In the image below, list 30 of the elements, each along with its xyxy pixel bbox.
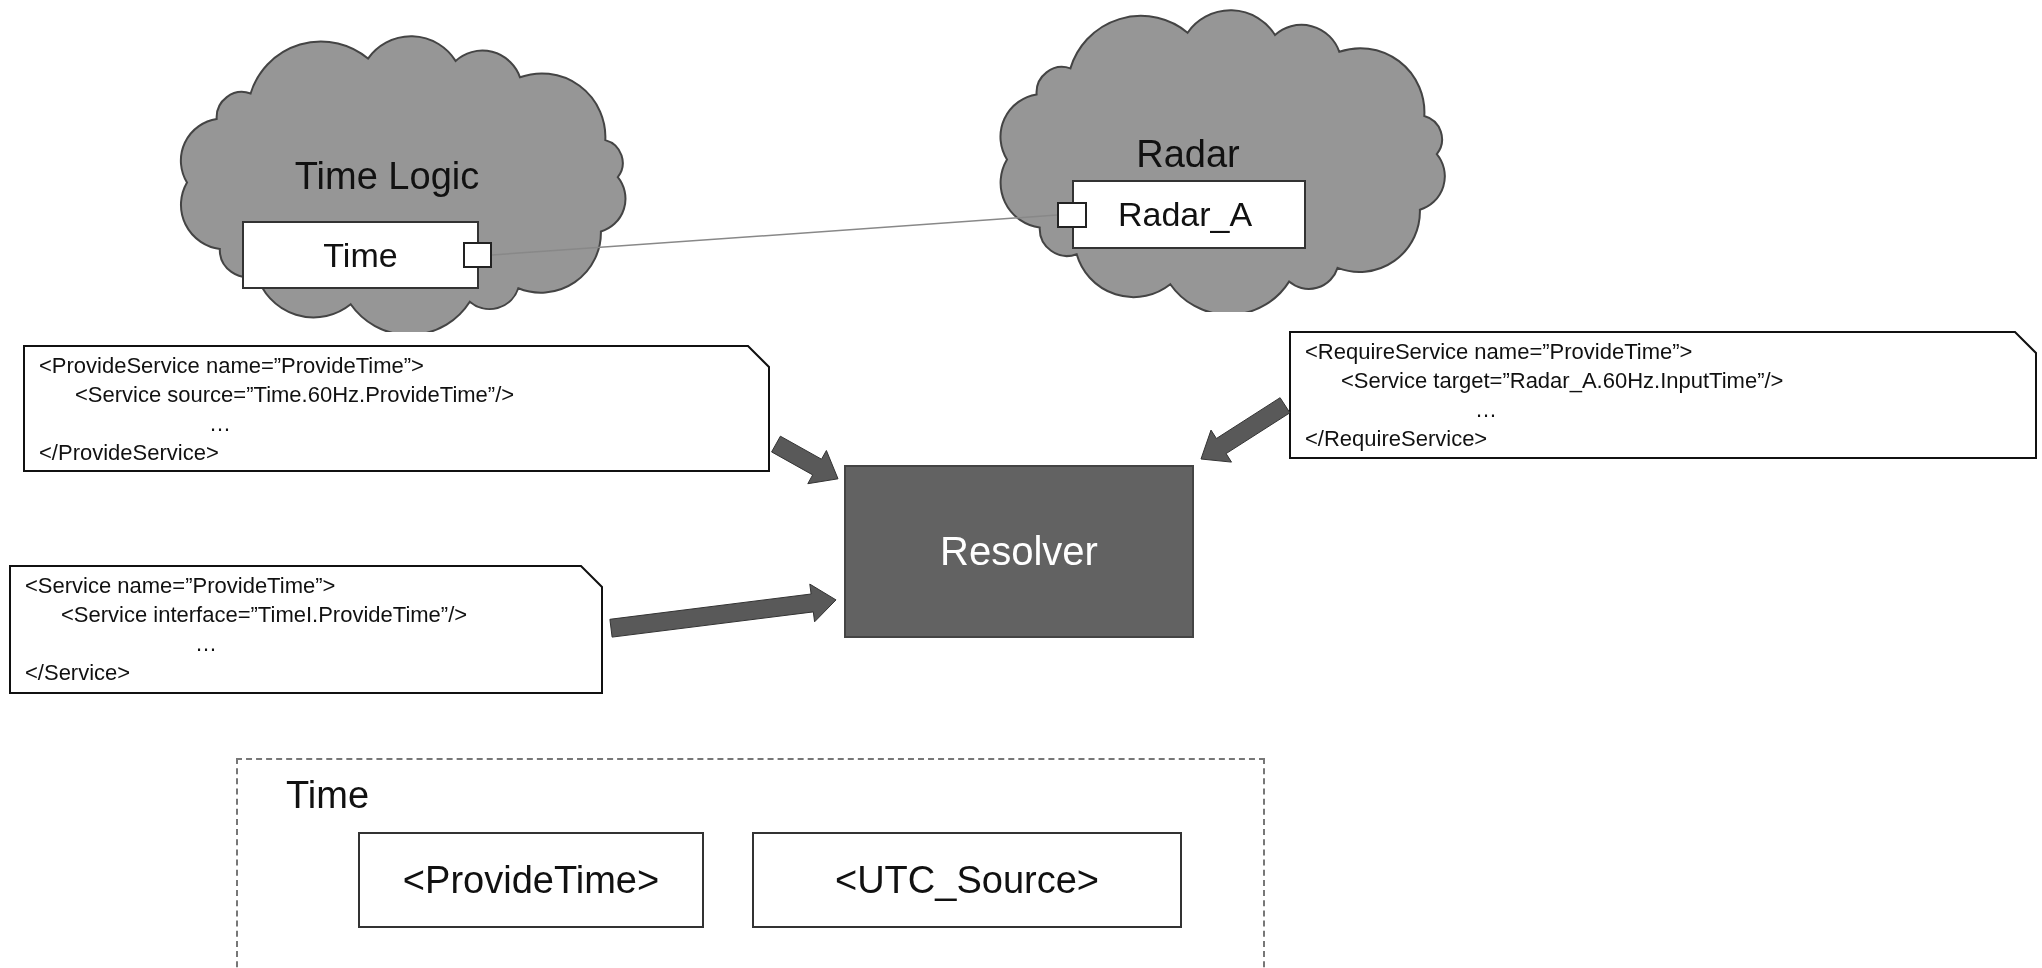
port-square xyxy=(463,242,492,268)
code-line: <Service target=”Radar_A.60Hz.InputTime”/> xyxy=(1340,367,1784,395)
code-line: <Service name=”ProvideTime”> xyxy=(25,572,336,600)
note-shape xyxy=(9,565,603,694)
block-arrow xyxy=(771,435,839,485)
port-square xyxy=(1057,202,1087,228)
process-box: Resolver xyxy=(844,465,1194,638)
note-shape xyxy=(1289,331,2037,459)
block-arrow xyxy=(609,583,837,638)
code-line: … xyxy=(1474,396,1497,424)
group-title: Time xyxy=(286,774,370,817)
component-box: Radar_A xyxy=(1072,180,1306,249)
code-line: … xyxy=(208,410,231,438)
code-line: </RequireService> xyxy=(1305,425,1488,453)
cloud-title: Radar xyxy=(1136,132,1240,176)
code-line: <Service source=”Time.60Hz.ProvideTime”/> xyxy=(74,381,515,409)
code-line: </ProvideService> xyxy=(39,439,219,467)
code-line: <ProvideService name=”ProvideTime”> xyxy=(39,352,424,380)
note-shape xyxy=(23,345,770,472)
code-line: <Service interface=”TimeI.ProvideTime”/> xyxy=(60,601,468,629)
component-box: <UTC_Source> xyxy=(752,832,1182,928)
component-box: Time xyxy=(242,221,479,289)
cloud-title: Time Logic xyxy=(294,154,480,198)
group-frame xyxy=(236,758,1265,968)
component-box: <ProvideTime> xyxy=(358,832,704,928)
connector-line xyxy=(491,214,1058,256)
block-arrow xyxy=(1200,397,1291,463)
code-line: … xyxy=(194,630,217,658)
code-line: <RequireService name=”ProvideTime”> xyxy=(1305,338,1693,366)
code-line: </Service> xyxy=(25,659,131,687)
